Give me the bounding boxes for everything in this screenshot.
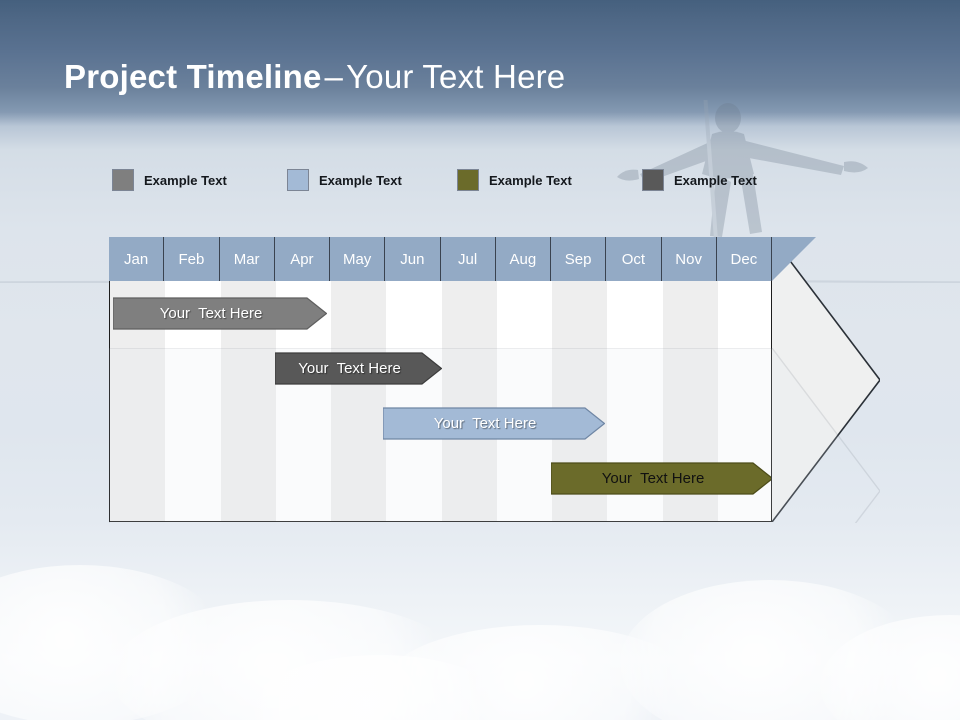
- task-bar-1[interactable]: Your Text Here: [113, 297, 327, 330]
- task-bar-3[interactable]: Your Text Here: [383, 407, 605, 440]
- legend-label-4: Example Text: [674, 172, 757, 188]
- task-bar-shape-3: [383, 407, 605, 440]
- legend-swatch-2: [287, 169, 309, 191]
- month-header-sep[interactable]: Sep: [551, 237, 607, 281]
- title-dash: –: [324, 58, 344, 95]
- cloud-decoration: [820, 615, 960, 720]
- timeline-column-aug: [496, 238, 552, 521]
- cloud-decoration: [0, 565, 230, 720]
- header-arrow-fill: [772, 237, 816, 281]
- legend-label-3: Example Text: [489, 172, 572, 188]
- task-bar-label-3: Your Text Here: [433, 415, 537, 432]
- page-title: Project Timeline–Your Text Here: [64, 58, 565, 96]
- task-bar-shape-2: [275, 352, 442, 385]
- timeline-column-jan: [110, 238, 166, 521]
- task-bar-label-1: Your Text Here: [159, 305, 263, 322]
- cloud-decoration: [250, 655, 510, 720]
- legend-label-2: Example Text: [319, 172, 402, 188]
- cloud-decoration: [110, 600, 470, 720]
- legend-swatch-3: [457, 169, 479, 191]
- task-bar-shape-1: [113, 297, 327, 330]
- month-header-mar[interactable]: Mar: [219, 237, 275, 281]
- month-header-may[interactable]: May: [330, 237, 386, 281]
- legend-item-1[interactable]: Example Text: [112, 166, 227, 194]
- month-header-nov[interactable]: Nov: [661, 237, 717, 281]
- month-header-aug[interactable]: Aug: [495, 237, 551, 281]
- task-bar-label-2: Your Text Here: [298, 360, 401, 377]
- title-light: Your Text Here: [346, 58, 566, 95]
- month-header-jul[interactable]: Jul: [440, 237, 496, 281]
- task-bar-4[interactable]: Your Text Here: [551, 462, 771, 495]
- legend: Example Text Example Text Example Text Exam…: [112, 166, 812, 196]
- legend-swatch-4: [642, 169, 664, 191]
- cloud-decoration: [380, 625, 700, 720]
- task-bar-shape-4: [551, 462, 771, 495]
- legend-item-2[interactable]: Example Text: [287, 166, 402, 194]
- task-bar-label-4: Your Text Here: [601, 470, 705, 487]
- legend-label-1: Example Text: [144, 172, 227, 188]
- title-strong: Project Timeline: [64, 58, 322, 95]
- legend-item-3[interactable]: Example Text: [457, 166, 572, 194]
- month-header-dec[interactable]: Dec: [716, 237, 772, 281]
- task-bar-2[interactable]: Your Text Here: [275, 352, 442, 385]
- month-header-apr[interactable]: Apr: [274, 237, 330, 281]
- cloud-decoration: [620, 580, 920, 720]
- month-header-feb[interactable]: Feb: [164, 237, 220, 281]
- month-header-oct[interactable]: Oct: [606, 237, 662, 281]
- timeline-column-mar: [220, 238, 276, 521]
- legend-swatch-1: [112, 169, 134, 191]
- timeline-column-jul: [441, 238, 497, 521]
- month-header-jan[interactable]: Jan: [109, 237, 165, 281]
- month-header-jun[interactable]: Jun: [385, 237, 441, 281]
- legend-item-4[interactable]: Example Text: [642, 166, 757, 194]
- timeline-column-feb: [165, 238, 221, 521]
